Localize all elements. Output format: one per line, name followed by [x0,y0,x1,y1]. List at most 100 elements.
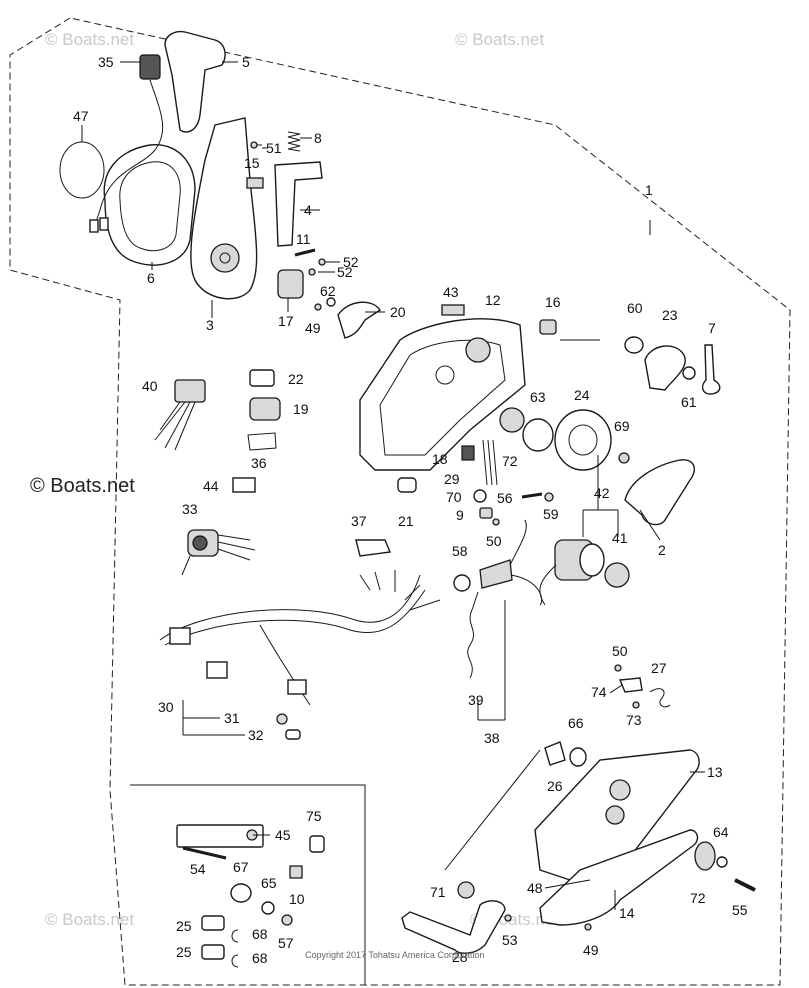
part-52-screw [308,268,316,276]
part-20-cam [337,301,381,339]
callout-68b: 68 [252,950,268,966]
part-29-wires [482,439,498,486]
watermark-top-right: © Boats.net [455,30,544,49]
callout-36: 36 [251,455,267,471]
part-41-lens [604,562,630,588]
callout-19: 19 [293,401,309,417]
callout-25b: 25 [176,944,192,960]
callout-61: 61 [681,394,697,410]
callout-17: 17 [278,313,294,329]
callout-37: 37 [351,513,367,529]
part-31-cap [276,713,288,725]
part-55-bolt [734,878,756,892]
callout-73: 73 [626,712,642,728]
part-65-washer [261,901,275,915]
callout-31: 31 [224,710,240,726]
copyright-text: Copyright 2017 Tohatsu America Corporati… [305,950,484,960]
callout-49a: 49 [305,320,321,336]
callout-72a: 72 [502,453,518,469]
callout-64: 64 [713,824,729,840]
part-72-ring [694,841,716,871]
part-58-nut [453,574,471,592]
part-68-clip [231,954,239,968]
callout-9: 9 [456,507,464,523]
callout-68a: 68 [252,926,268,942]
callout-13: 13 [707,764,723,780]
callout-57: 57 [278,935,294,951]
callout-70: 70 [446,489,462,505]
callout-45: 45 [275,827,291,843]
part-12-housing [359,318,526,471]
callout-12: 12 [485,292,501,308]
callout-24: 24 [574,387,590,403]
part-25-bracket [201,944,225,960]
part-35-switch [89,54,164,233]
part-4-bracket [274,161,323,247]
part-2-arm [624,459,696,526]
leader-lines [81,61,705,910]
callout-39: 39 [468,692,484,708]
part-28-lever [401,900,506,954]
callout-22: 22 [288,371,304,387]
part-61-washer [682,366,696,380]
callout-43: 43 [443,284,459,300]
part-73-screw [632,701,640,709]
part-72-ring [499,407,525,433]
callout-65: 65 [261,875,277,891]
callout-32: 32 [248,727,264,743]
part-8-spring [287,131,301,152]
part-49-screw [314,303,322,311]
part-21-grommet [397,477,417,493]
callout-4: 4 [304,202,312,218]
part-62-washer [326,297,336,307]
callout-74: 74 [591,684,607,700]
callout-23: 23 [662,307,678,323]
part-9-clip [479,507,493,519]
part-5-handle [164,30,226,133]
callout-38: 38 [484,730,500,746]
part-17-block [277,269,304,299]
part-70-nut [473,489,487,503]
part-54-rod [182,846,227,860]
part-22-cap [249,369,275,387]
callout-63: 63 [530,389,546,405]
callout-25a: 25 [176,918,192,934]
part-37-clip [355,539,391,557]
callout-5: 5 [242,54,250,70]
callout-72b: 72 [690,890,706,906]
callout-51: 51 [266,140,282,156]
callout-20: 20 [390,304,406,320]
callout-40: 40 [142,378,158,394]
part-6-cover [103,144,196,266]
callout-26: 26 [547,778,563,794]
callout-2: 2 [658,542,666,558]
callout-10: 10 [289,891,305,907]
kit-box [130,784,366,985]
part-10-nut [289,865,303,879]
part-66-ring [569,747,587,767]
callout-58: 58 [452,543,468,559]
part-47-o-ring [59,141,105,199]
part-30-harness [159,570,441,706]
watermark-top-left: © Boats.net [45,30,134,49]
watermark-bottom-left: © Boats.net [45,910,134,929]
part-63-ring [522,418,554,452]
part-16-knob [539,319,557,335]
callout-44: 44 [203,478,219,494]
callout-41: 41 [612,530,628,546]
part-14-cover [539,829,699,926]
part-51-screw [250,141,262,149]
part-18-connector [461,445,475,461]
callout-28: 28 [452,949,468,965]
callout-48: 48 [527,880,543,896]
callout-11: 11 [296,231,311,247]
callout-69: 69 [614,418,630,434]
callout-55: 55 [732,902,748,918]
callout-47: 47 [73,108,89,124]
part-64-washer [716,856,728,868]
part-23-plate [644,345,686,391]
callout-49b: 49 [583,942,599,958]
part-40-relay [154,379,206,451]
part-42-trim-meter [539,539,605,606]
